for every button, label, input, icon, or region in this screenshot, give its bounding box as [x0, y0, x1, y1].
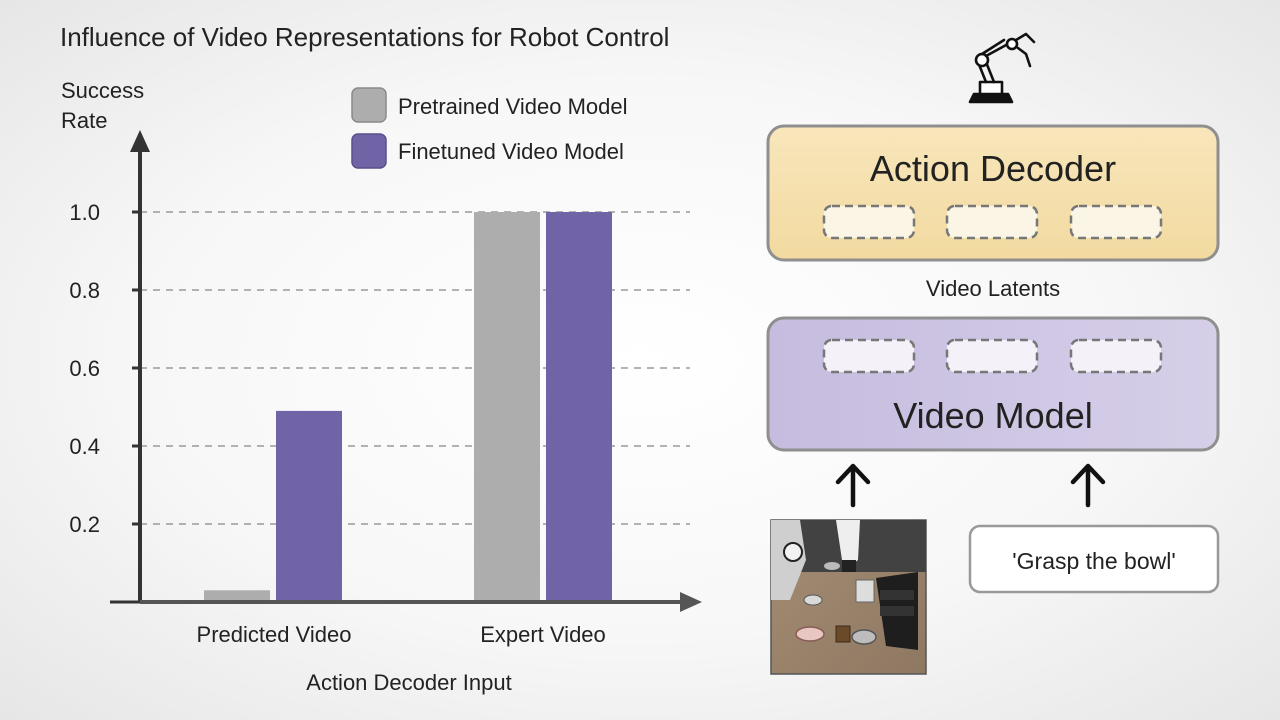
y-axis-label-line1: Success — [61, 78, 144, 103]
bar-pretrained-predicted — [204, 590, 270, 602]
y-tick-labels: 0.2 0.4 0.6 0.8 1.0 — [69, 200, 140, 537]
decoder-token-slot — [945, 204, 1039, 240]
decoder-token-slot — [822, 204, 916, 240]
bar-finetuned-expert — [546, 212, 612, 602]
bar-pretrained-expert — [474, 212, 540, 602]
prompt-box — [968, 524, 1220, 594]
model-token-slot — [822, 338, 916, 374]
legend: Pretrained Video Model Finetuned Video M… — [351, 87, 628, 169]
y-tick-label: 1.0 — [69, 200, 100, 225]
action-decoder-label: Action Decoder — [870, 148, 1116, 189]
y-tick-label: 0.6 — [69, 356, 100, 381]
legend-label-pretrained: Pretrained Video Model — [398, 94, 628, 119]
video-latents-label: Video Latents — [926, 276, 1060, 301]
robot-scene-thumbnail — [770, 519, 927, 675]
video-model-label: Video Model — [893, 395, 1092, 436]
y-tick-label: 0.2 — [69, 512, 100, 537]
y-tick-label: 0.8 — [69, 278, 100, 303]
bar-finetuned-predicted — [276, 410, 342, 602]
model-token-slot — [1069, 338, 1163, 374]
chart-title: Influence of Video Representations for R… — [60, 22, 669, 52]
robot-arm-icon — [968, 32, 1036, 104]
prompt-text: 'Grasp the bowl' — [1012, 548, 1175, 574]
y-axis-label-line2: Rate — [61, 108, 107, 133]
y-tick-label: 0.4 — [69, 434, 100, 459]
x-category-label-expert: Expert Video — [480, 622, 606, 647]
legend-label-finetuned: Finetuned Video Model — [398, 139, 624, 164]
x-category-label-predicted: Predicted Video — [197, 622, 352, 647]
model-token-slot — [945, 338, 1039, 374]
bars — [204, 212, 612, 602]
x-axis-label: Action Decoder Input — [306, 670, 511, 695]
x-axis-arrow-icon — [680, 592, 702, 612]
legend-swatch-finetuned — [351, 133, 387, 169]
legend-swatch-pretrained — [351, 87, 387, 123]
y-axis-arrow-icon — [130, 130, 150, 152]
up-arrow-icon — [835, 463, 871, 508]
up-arrow-icon — [1070, 463, 1106, 508]
decoder-token-slot — [1069, 204, 1163, 240]
action-decoder-box — [766, 124, 1220, 262]
